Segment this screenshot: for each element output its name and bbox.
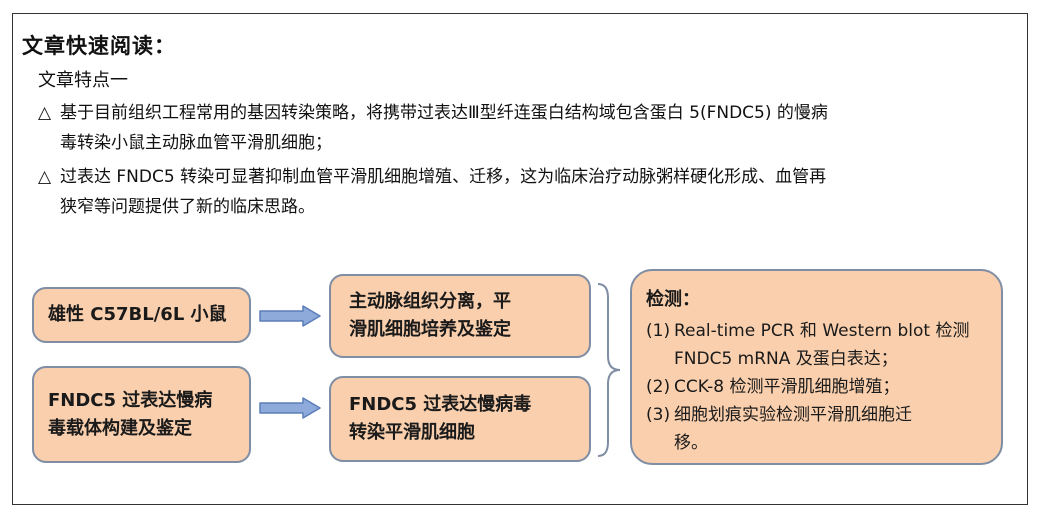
detection-item-line: FNDC5 mRNA 及蛋白表达； [674,349,898,369]
feature-text-line: 毒转染小鼠主动脉血管平滑肌细胞； [60,133,332,153]
detection-box: 检测： (1) Real-time PCR 和 Western blot 检测 … [630,269,1003,465]
feature-text-line: 基于目前组织工程常用的基因转染策略，将携带过表达Ⅲ型纤连蛋白结构域包含蛋白 5(… [60,103,828,123]
vector-construction-box: FNDC5 过表达慢病 毒载体构建及鉴定 [32,366,251,463]
transfection-box-line: 转染平滑肌细胞 [349,422,475,443]
right-brace-icon [597,283,621,457]
transfection-box: FNDC5 过表达慢病毒 转染平滑肌细胞 [329,376,591,462]
detection-item-line: 移。 [674,433,708,453]
isolation-box-line: 主动脉组织分离，平 [349,291,511,312]
section-subtitle: 文章特点一 [38,70,128,91]
detection-item-line: 细胞划痕实验检测平滑肌细胞迁 [674,405,912,425]
arrow-right-icon [259,305,321,327]
detection-item-line: Real-time PCR 和 Western blot 检测 [674,321,970,341]
detection-item: (3) 细胞划痕实验检测平滑肌细胞迁 移。 [646,401,989,457]
feature-item: △ 基于目前组织工程常用的基因转染策略，将携带过表达Ⅲ型纤连蛋白结构域包含蛋白 5… [38,98,1008,158]
detection-item-number: (3) [646,405,671,425]
page-title: 文章快速阅读： [22,34,176,58]
transfection-box-line: FNDC5 过表达慢病毒 [349,394,532,415]
vector-box-line: 毒载体构建及鉴定 [48,417,192,439]
isolation-culture-box: 主动脉组织分离，平 滑肌细胞培养及鉴定 [329,274,591,358]
detection-item: (2) CCK-8 检测平滑肌细胞增殖； [646,373,989,401]
feature-text-line: 过表达 FNDC5 转染可显著抑制血管平滑肌细胞增殖、迁移，这为临床治疗动脉粥样… [60,167,827,187]
detection-item-number: (2) [646,377,671,397]
isolation-box-line: 滑肌细胞培养及鉴定 [349,319,511,340]
mouse-box-label: 雄性 C57BL/6L 小鼠 [48,304,227,325]
content-frame [12,13,1028,505]
triangle-bullet-icon: △ [38,167,52,187]
detection-title: 检测： [646,289,700,310]
arrow-right-icon [259,397,321,419]
detection-item: (1) Real-time PCR 和 Western blot 检测 FNDC… [646,317,989,373]
mouse-box: 雄性 C57BL/6L 小鼠 [32,287,251,343]
feature-item: △ 过表达 FNDC5 转染可显著抑制血管平滑肌细胞增殖、迁移，这为临床治疗动脉粥… [38,162,1008,222]
feature-text-line: 狭窄等问题提供了新的临床思路。 [60,197,315,217]
triangle-bullet-icon: △ [38,103,52,123]
detection-item-line: CCK-8 检测平滑肌细胞增殖； [674,377,900,397]
detection-item-number: (1) [646,321,671,341]
vector-box-line: FNDC5 过表达慢病 [48,389,213,411]
